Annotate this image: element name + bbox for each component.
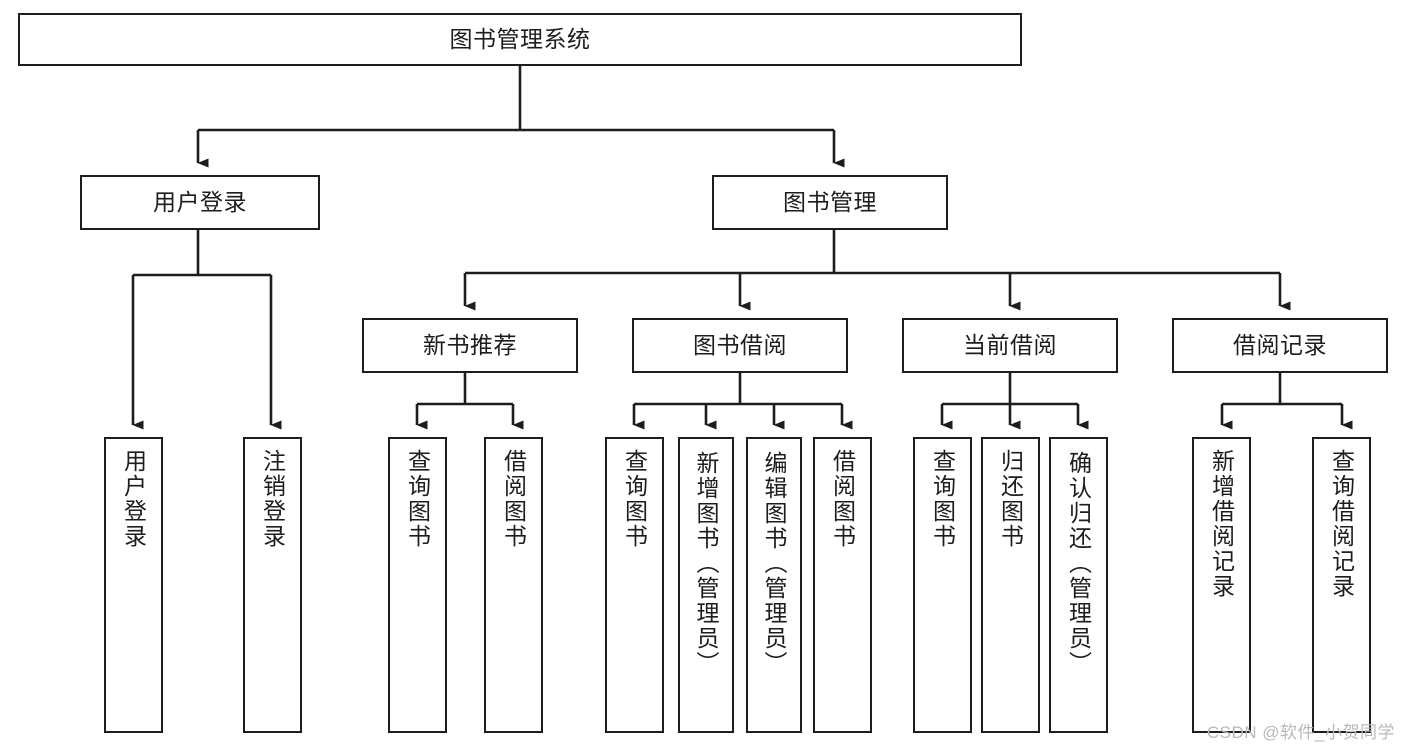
- leaf-add-borrow-record[interactable]: 新增借阅记录: [1192, 437, 1251, 733]
- node-label: 查询图书: [621, 449, 648, 549]
- node-label: 图书管理: [783, 188, 877, 215]
- node-label: 查询图书: [929, 449, 956, 549]
- leaf-confirm-return-admin[interactable]: 确认归还（管理员）: [1049, 437, 1108, 733]
- node-label: 编辑图书（管理员）: [761, 451, 788, 676]
- leaf-query-borrow-record[interactable]: 查询借阅记录: [1312, 437, 1371, 733]
- node-label: 借阅记录: [1233, 331, 1327, 358]
- leaf-edit-book-admin[interactable]: 编辑图书（管理员）: [746, 437, 802, 733]
- leaf-query-book-recommend[interactable]: 查询图书: [388, 437, 447, 733]
- node-root[interactable]: 图书管理系统: [18, 13, 1022, 66]
- node-book-management[interactable]: 图书管理: [712, 175, 948, 230]
- leaf-query-book-borrow[interactable]: 查询图书: [605, 437, 664, 733]
- node-label: 图书管理系统: [449, 25, 591, 52]
- node-label: 查询借阅记录: [1328, 449, 1355, 599]
- node-label: 用户登录: [153, 188, 247, 215]
- node-label: 归还图书: [997, 449, 1024, 549]
- node-book-borrow[interactable]: 图书借阅: [632, 318, 848, 373]
- leaf-return-book[interactable]: 归还图书: [981, 437, 1040, 733]
- node-label: 借阅图书: [829, 449, 856, 549]
- node-label: 确认归还（管理员）: [1065, 451, 1092, 676]
- node-borrow-record[interactable]: 借阅记录: [1172, 318, 1388, 373]
- node-label: 当前借阅: [963, 331, 1057, 358]
- leaf-borrow-book[interactable]: 借阅图书: [813, 437, 872, 733]
- leaf-user-login[interactable]: 用户登录: [104, 437, 163, 733]
- node-label: 查询图书: [404, 449, 431, 549]
- leaf-borrow-book-recommend[interactable]: 借阅图书: [484, 437, 543, 733]
- node-new-book-recommend[interactable]: 新书推荐: [362, 318, 578, 373]
- leaf-add-book-admin[interactable]: 新增图书（管理员）: [678, 437, 734, 733]
- node-user-login[interactable]: 用户登录: [80, 175, 320, 230]
- watermark: CSDN @软件_小贺同学: [1206, 723, 1395, 742]
- leaf-logout[interactable]: 注销登录: [243, 437, 302, 733]
- node-label: 新增图书（管理员）: [693, 451, 720, 676]
- node-label: 新书推荐: [423, 331, 517, 358]
- leaf-query-book-current[interactable]: 查询图书: [913, 437, 972, 733]
- node-label: 用户登录: [120, 449, 147, 549]
- node-label: 注销登录: [259, 449, 286, 549]
- node-label: 图书借阅: [693, 331, 787, 358]
- node-label: 新增借阅记录: [1208, 449, 1235, 599]
- node-current-borrow[interactable]: 当前借阅: [902, 318, 1118, 373]
- node-label: 借阅图书: [500, 449, 527, 549]
